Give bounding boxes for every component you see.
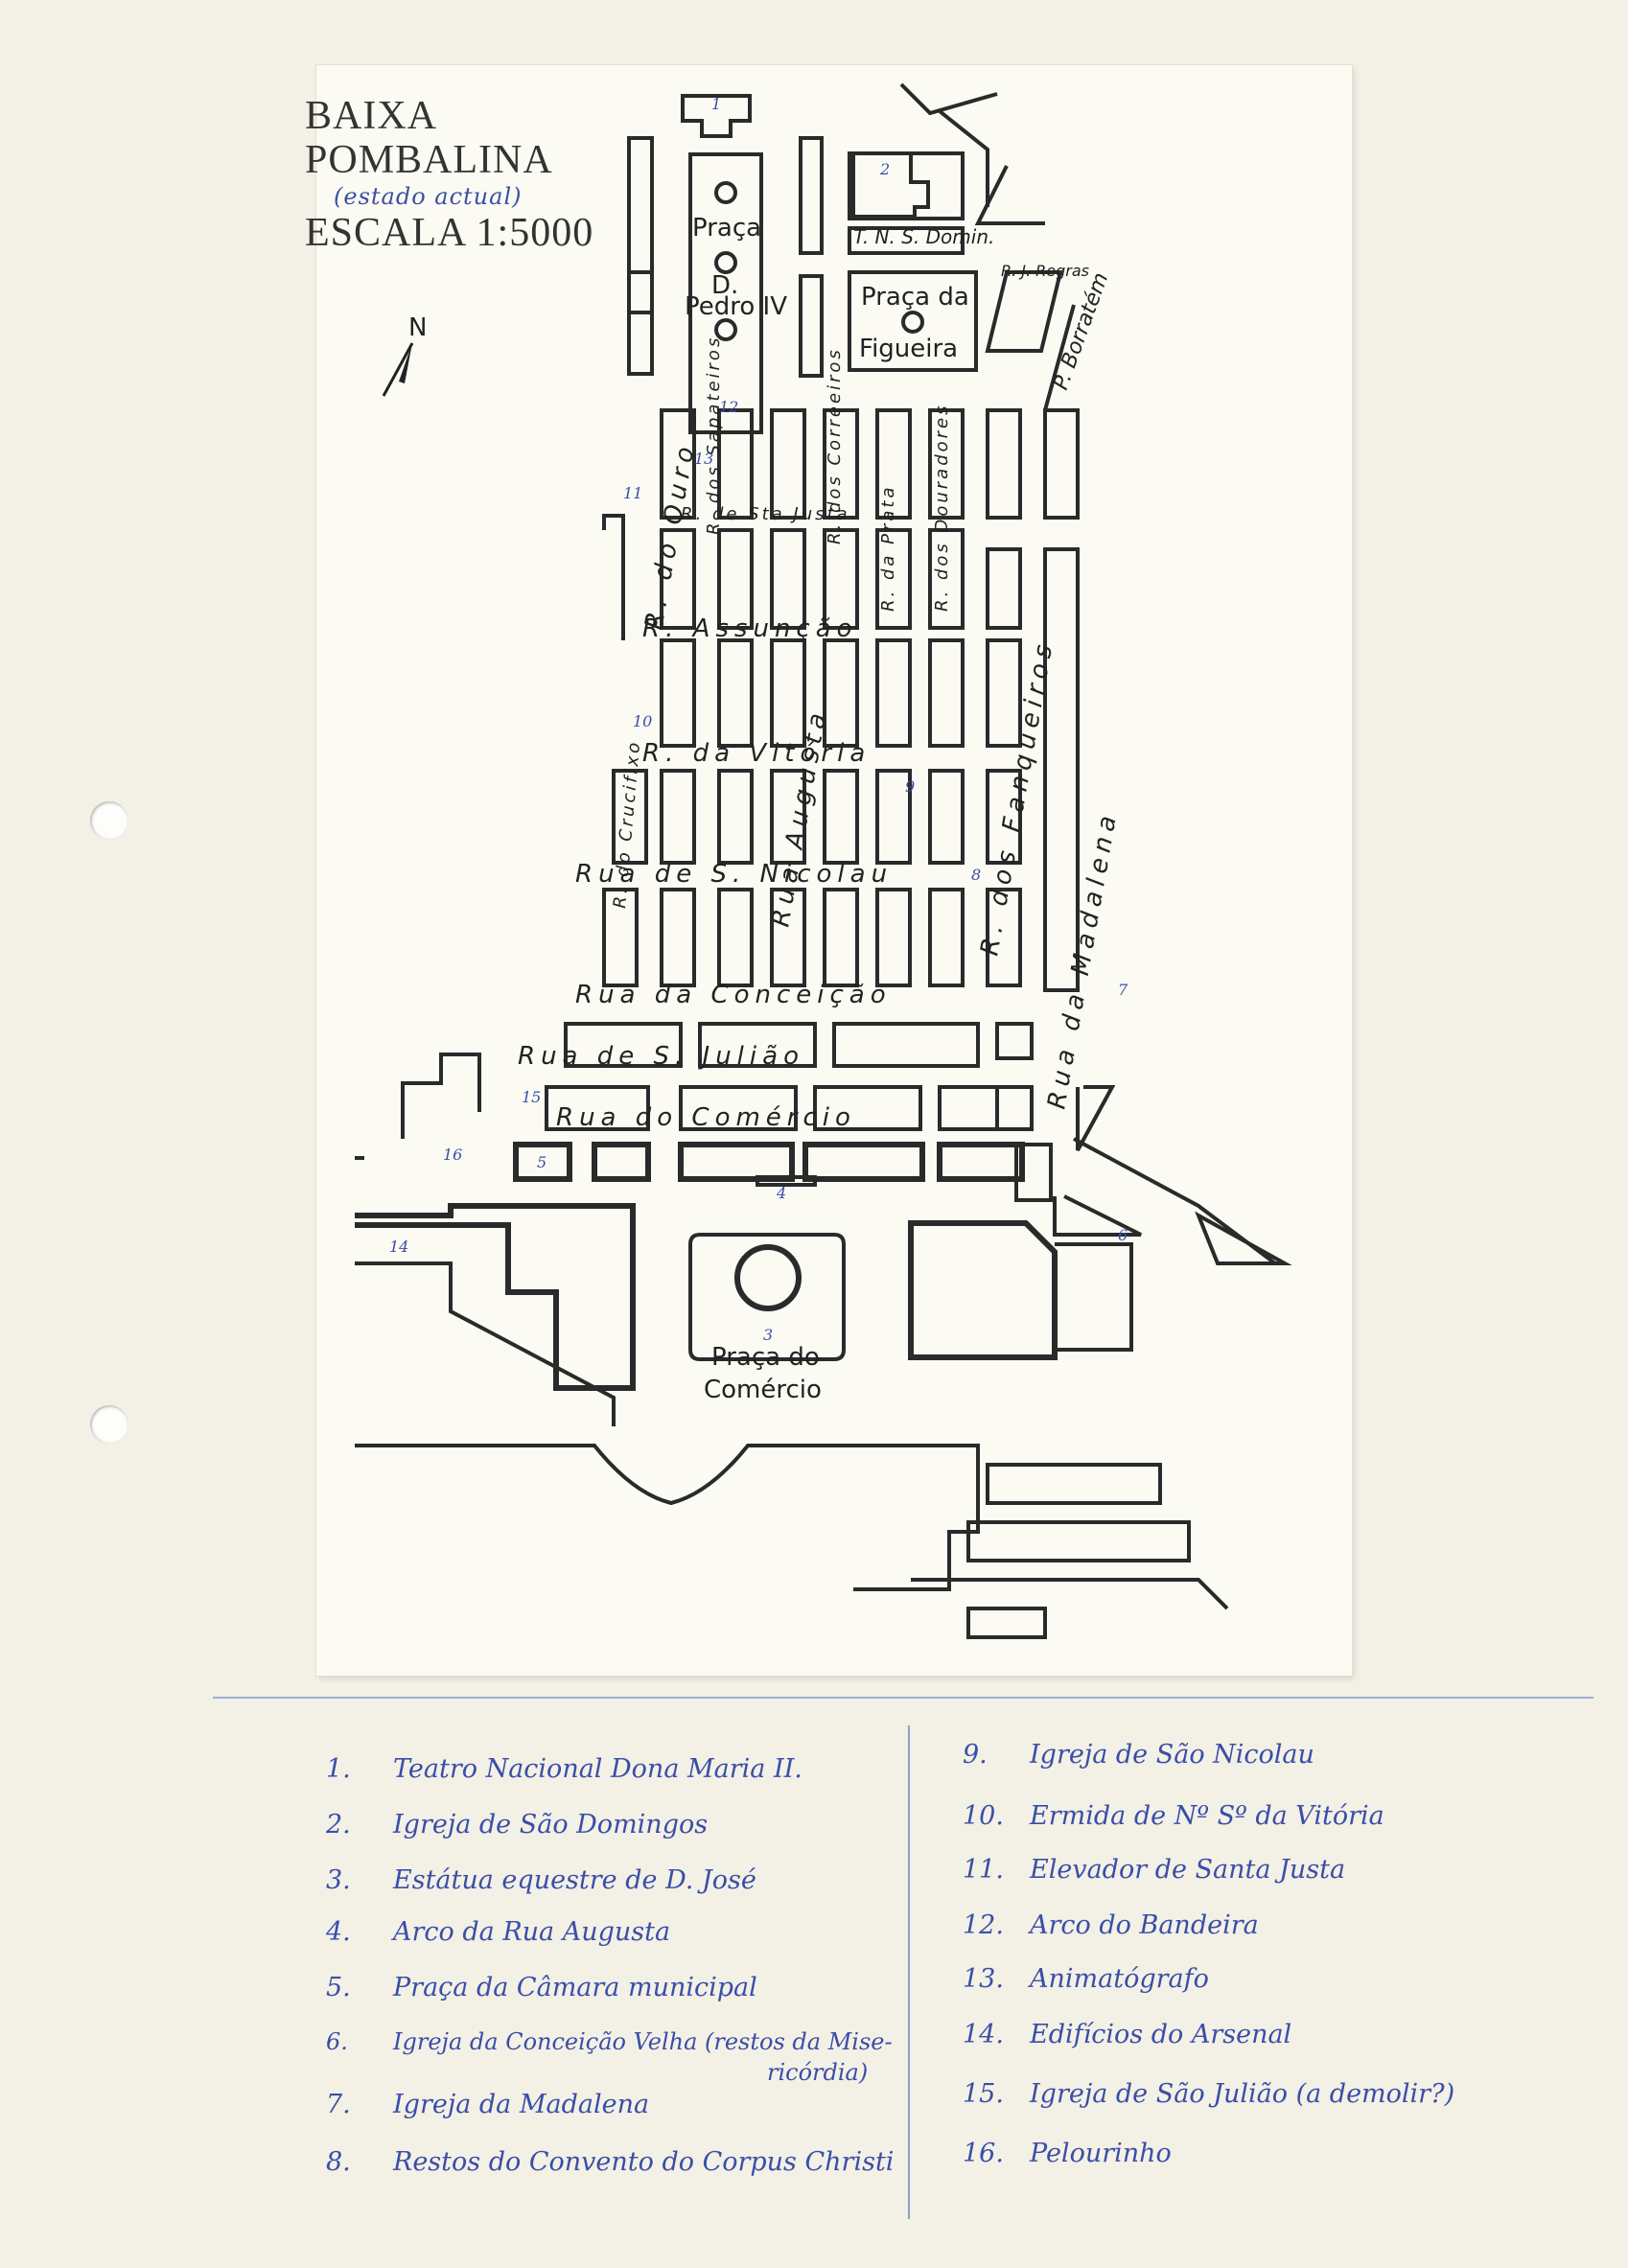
legend-item-1: 1.Teatro Nacional Dona Maria II.	[326, 1754, 802, 1784]
legend-item-15: 15.Igreja de São Julião (a demolir?)	[963, 2079, 1455, 2109]
praca-do-comercio-square	[688, 1233, 846, 1361]
label-d: D.	[711, 271, 738, 300]
marker-9: 9	[905, 777, 915, 796]
legend-item-16: 16.Pelourinho	[963, 2139, 1172, 2168]
label-figueira: Figueira	[859, 335, 958, 363]
praca-da-figueira-square	[848, 270, 978, 372]
legend-item-14: 14.Edifícios do Arsenal	[963, 2020, 1292, 2049]
map-card: N Praça D. Pedro IV T. N. S. Domin. R. J…	[316, 65, 1352, 1676]
sao-domingos-church	[851, 151, 930, 219]
street-douradores: R. dos Douradores	[932, 404, 952, 613]
legend-item-12: 12.Arco do Bandeira	[963, 1910, 1259, 1940]
punch-hole-bottom	[90, 1405, 128, 1444]
street-prata: R. da Prata	[878, 484, 898, 612]
marker-15: 15	[522, 1088, 541, 1106]
street-sapateiros: R. dos Sapateiros	[704, 336, 724, 535]
legend-divider-horizontal	[213, 1697, 1593, 1699]
street-comercio: Rua do Comércio	[556, 1103, 856, 1132]
street-sta-justa: R. de Sta Justa	[681, 504, 850, 524]
map-markers: 1 2 3 4 5 6 7 8 9 10 11 12 13 14 15 16	[389, 95, 1128, 1344]
title-note: (estado actual)	[334, 183, 523, 210]
street-madalena: Rua da Madalena	[1042, 808, 1123, 1111]
marker-1: 1	[711, 95, 721, 113]
marker-2: 2	[879, 160, 890, 178]
marker-3: 3	[763, 1326, 773, 1344]
equestrian-statue-circle	[734, 1244, 802, 1311]
map-title: BAIXA POMBALINA (estado actual) ESCALA 1…	[305, 94, 593, 255]
street-conceicao: Rua da Conceição	[575, 981, 892, 1009]
marker-7: 7	[1118, 981, 1128, 999]
legend-divider-vertical	[908, 1725, 910, 2219]
marker-8: 8	[971, 866, 981, 884]
praca-pedro-iv-square	[688, 152, 763, 434]
legend-item-13: 13.Animatógrafo	[963, 1964, 1209, 1994]
marker-16: 16	[443, 1146, 462, 1164]
street-ouro: R. do Ouro	[640, 439, 701, 632]
comercio-blocks	[513, 1142, 1025, 1182]
marker-14: 14	[389, 1238, 408, 1256]
label-tns-domin: T. N. S. Domin.	[853, 225, 994, 248]
east-wing-building	[908, 1220, 1058, 1360]
label-praca: Praça	[692, 214, 761, 243]
legend-item-6-cont: ricórdia)	[767, 2059, 869, 2086]
legend-item-8: 8.Restos do Convento do Corpus Christi	[326, 2147, 895, 2177]
label-rj-regras: R. J. Regras	[1001, 262, 1089, 280]
punch-hole-top	[90, 801, 128, 840]
marker-4: 4	[776, 1184, 786, 1202]
legend-item-10: 10.Ermida de Nº Sº da Vitória	[963, 1801, 1384, 1831]
marker-13: 13	[694, 450, 713, 468]
street-s-juliao: Rua de S. Julião	[518, 1042, 804, 1071]
street-vitoria: R. da Vitória	[642, 739, 871, 768]
marker-6: 6	[1118, 1226, 1128, 1244]
grid-blocks	[545, 408, 1116, 1151]
north-arrow: N	[382, 313, 427, 397]
title-pombalina: POMBALINA	[305, 138, 553, 182]
baixa-map: N Praça D. Pedro IV T. N. S. Domin. R. J…	[355, 82, 1292, 1639]
legend-item-6: 6.Igreja da Conceição Velha (restos da M…	[326, 2028, 893, 2055]
marker-11: 11	[623, 484, 642, 502]
legend-item-2: 2.Igreja de São Domingos	[326, 1810, 709, 1840]
legend-item-7: 7.Igreja da Madalena	[326, 2090, 650, 2119]
legend-item-5: 5.Praça da Câmara municipal	[326, 1973, 757, 2002]
marker-10: 10	[633, 712, 652, 730]
marker-12: 12	[719, 398, 738, 416]
street-s-nicolau: Rua de S. Nicolau	[575, 860, 893, 889]
north-label: N	[408, 313, 427, 342]
label-praca-da: Praça da	[861, 283, 969, 312]
legend-item-3: 3.Estátua equestre de D. José	[326, 1865, 756, 1895]
legend-item-11: 11.Elevador de Santa Justa	[963, 1855, 1346, 1885]
label-comercio: Comércio	[704, 1376, 822, 1404]
title-baixa: BAIXA	[305, 94, 437, 138]
legend-item-9: 9.Igreja de São Nicolau	[963, 1740, 1314, 1770]
label-p-borratem: P. Borratém	[1049, 269, 1113, 393]
map-scale: ESCALA 1:5000	[305, 211, 594, 255]
marker-5: 5	[537, 1153, 547, 1171]
street-correeiros: R. dos Correeiros	[825, 347, 845, 544]
legend-item-4: 4.Arco da Rua Augusta	[326, 1917, 671, 1947]
teatro-building	[681, 94, 752, 138]
label-pedro-iv: Pedro IV	[685, 292, 787, 321]
street-assuncao: R. Assunção	[642, 614, 858, 643]
label-praca-do: Praça do	[711, 1343, 820, 1372]
arsenal-building	[355, 1203, 636, 1391]
